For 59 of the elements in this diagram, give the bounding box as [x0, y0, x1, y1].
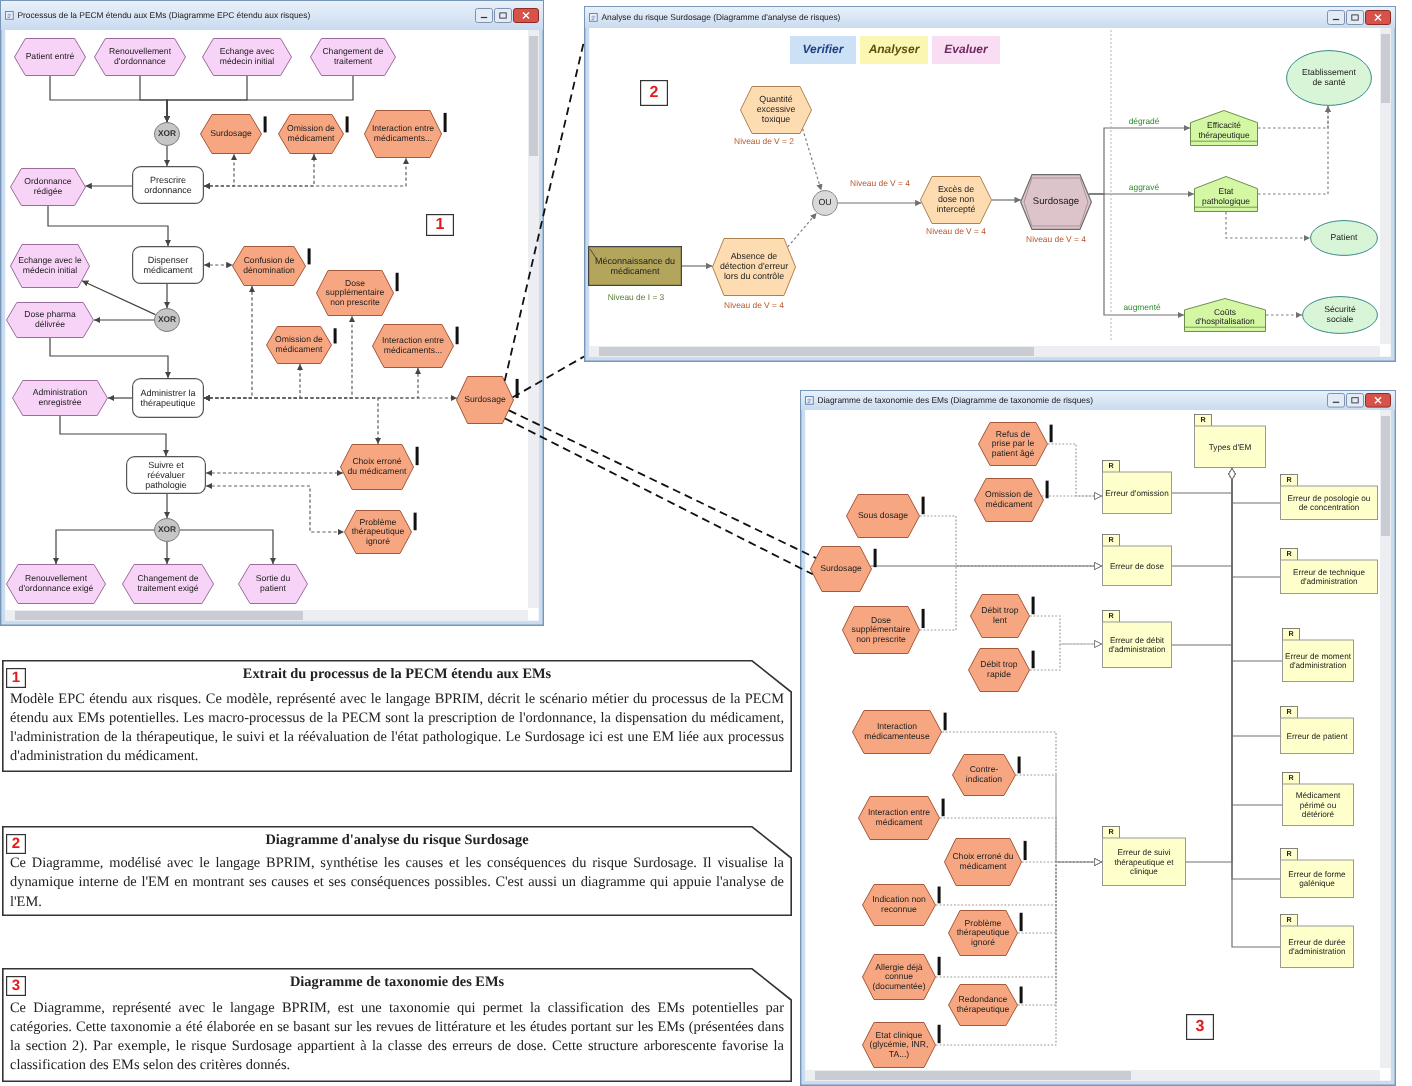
arrow	[179, 529, 277, 565]
double-arrow	[203, 261, 234, 269]
class-box	[1102, 826, 1186, 886]
number-box: 2	[640, 80, 668, 106]
class-box	[1280, 914, 1354, 968]
class-box	[1102, 610, 1172, 668]
arrow	[84, 182, 133, 190]
number-box: 1	[426, 214, 454, 236]
arrow	[47, 205, 172, 247]
double-arrow	[205, 482, 345, 536]
double-arrow	[203, 157, 410, 190]
arrow	[52, 529, 155, 565]
arrow	[1021, 858, 1103, 866]
class-box	[1102, 460, 1172, 514]
application-window	[0, 0, 544, 626]
arrow	[1029, 640, 1103, 671]
arrow	[107, 394, 133, 402]
double-arrow	[203, 394, 382, 445]
arrow	[1047, 443, 1103, 500]
class-box	[1282, 628, 1354, 682]
arrow	[991, 196, 1022, 204]
arrow	[787, 212, 818, 248]
arrow	[837, 199, 923, 207]
arrow	[1257, 105, 1332, 195]
arrow	[681, 262, 713, 270]
arrow	[93, 316, 155, 324]
arrow	[1225, 211, 1311, 242]
arrow	[1088, 193, 1185, 319]
application-window	[584, 6, 1396, 362]
class-box	[1280, 848, 1354, 898]
dashed-line	[503, 40, 585, 382]
arrow	[1041, 492, 1103, 500]
number-box: 3	[1186, 1014, 1214, 1040]
class-box	[1280, 706, 1354, 754]
dashed-line	[511, 355, 585, 399]
class-box	[1194, 414, 1266, 468]
description-panel	[2, 660, 792, 772]
arrow	[163, 145, 171, 167]
arrow	[802, 128, 823, 192]
arrow	[59, 415, 170, 457]
dashed-line	[508, 409, 817, 559]
double-arrow	[205, 469, 344, 477]
class-box	[1280, 548, 1378, 594]
class-box	[1102, 534, 1172, 586]
arrow	[81, 280, 156, 316]
arrow	[163, 283, 171, 309]
description-panel	[2, 968, 792, 1082]
application-window	[800, 390, 1396, 1086]
arrow	[1265, 311, 1303, 319]
class-box	[1280, 474, 1378, 520]
arrow	[49, 337, 172, 379]
description-panel	[2, 826, 792, 916]
dashed-line	[504, 417, 814, 576]
class-box	[1282, 772, 1354, 826]
arrow	[935, 858, 1103, 1046]
arrow	[163, 75, 354, 123]
arrow	[163, 541, 171, 565]
arrow	[919, 562, 1103, 631]
arrow	[163, 493, 171, 519]
